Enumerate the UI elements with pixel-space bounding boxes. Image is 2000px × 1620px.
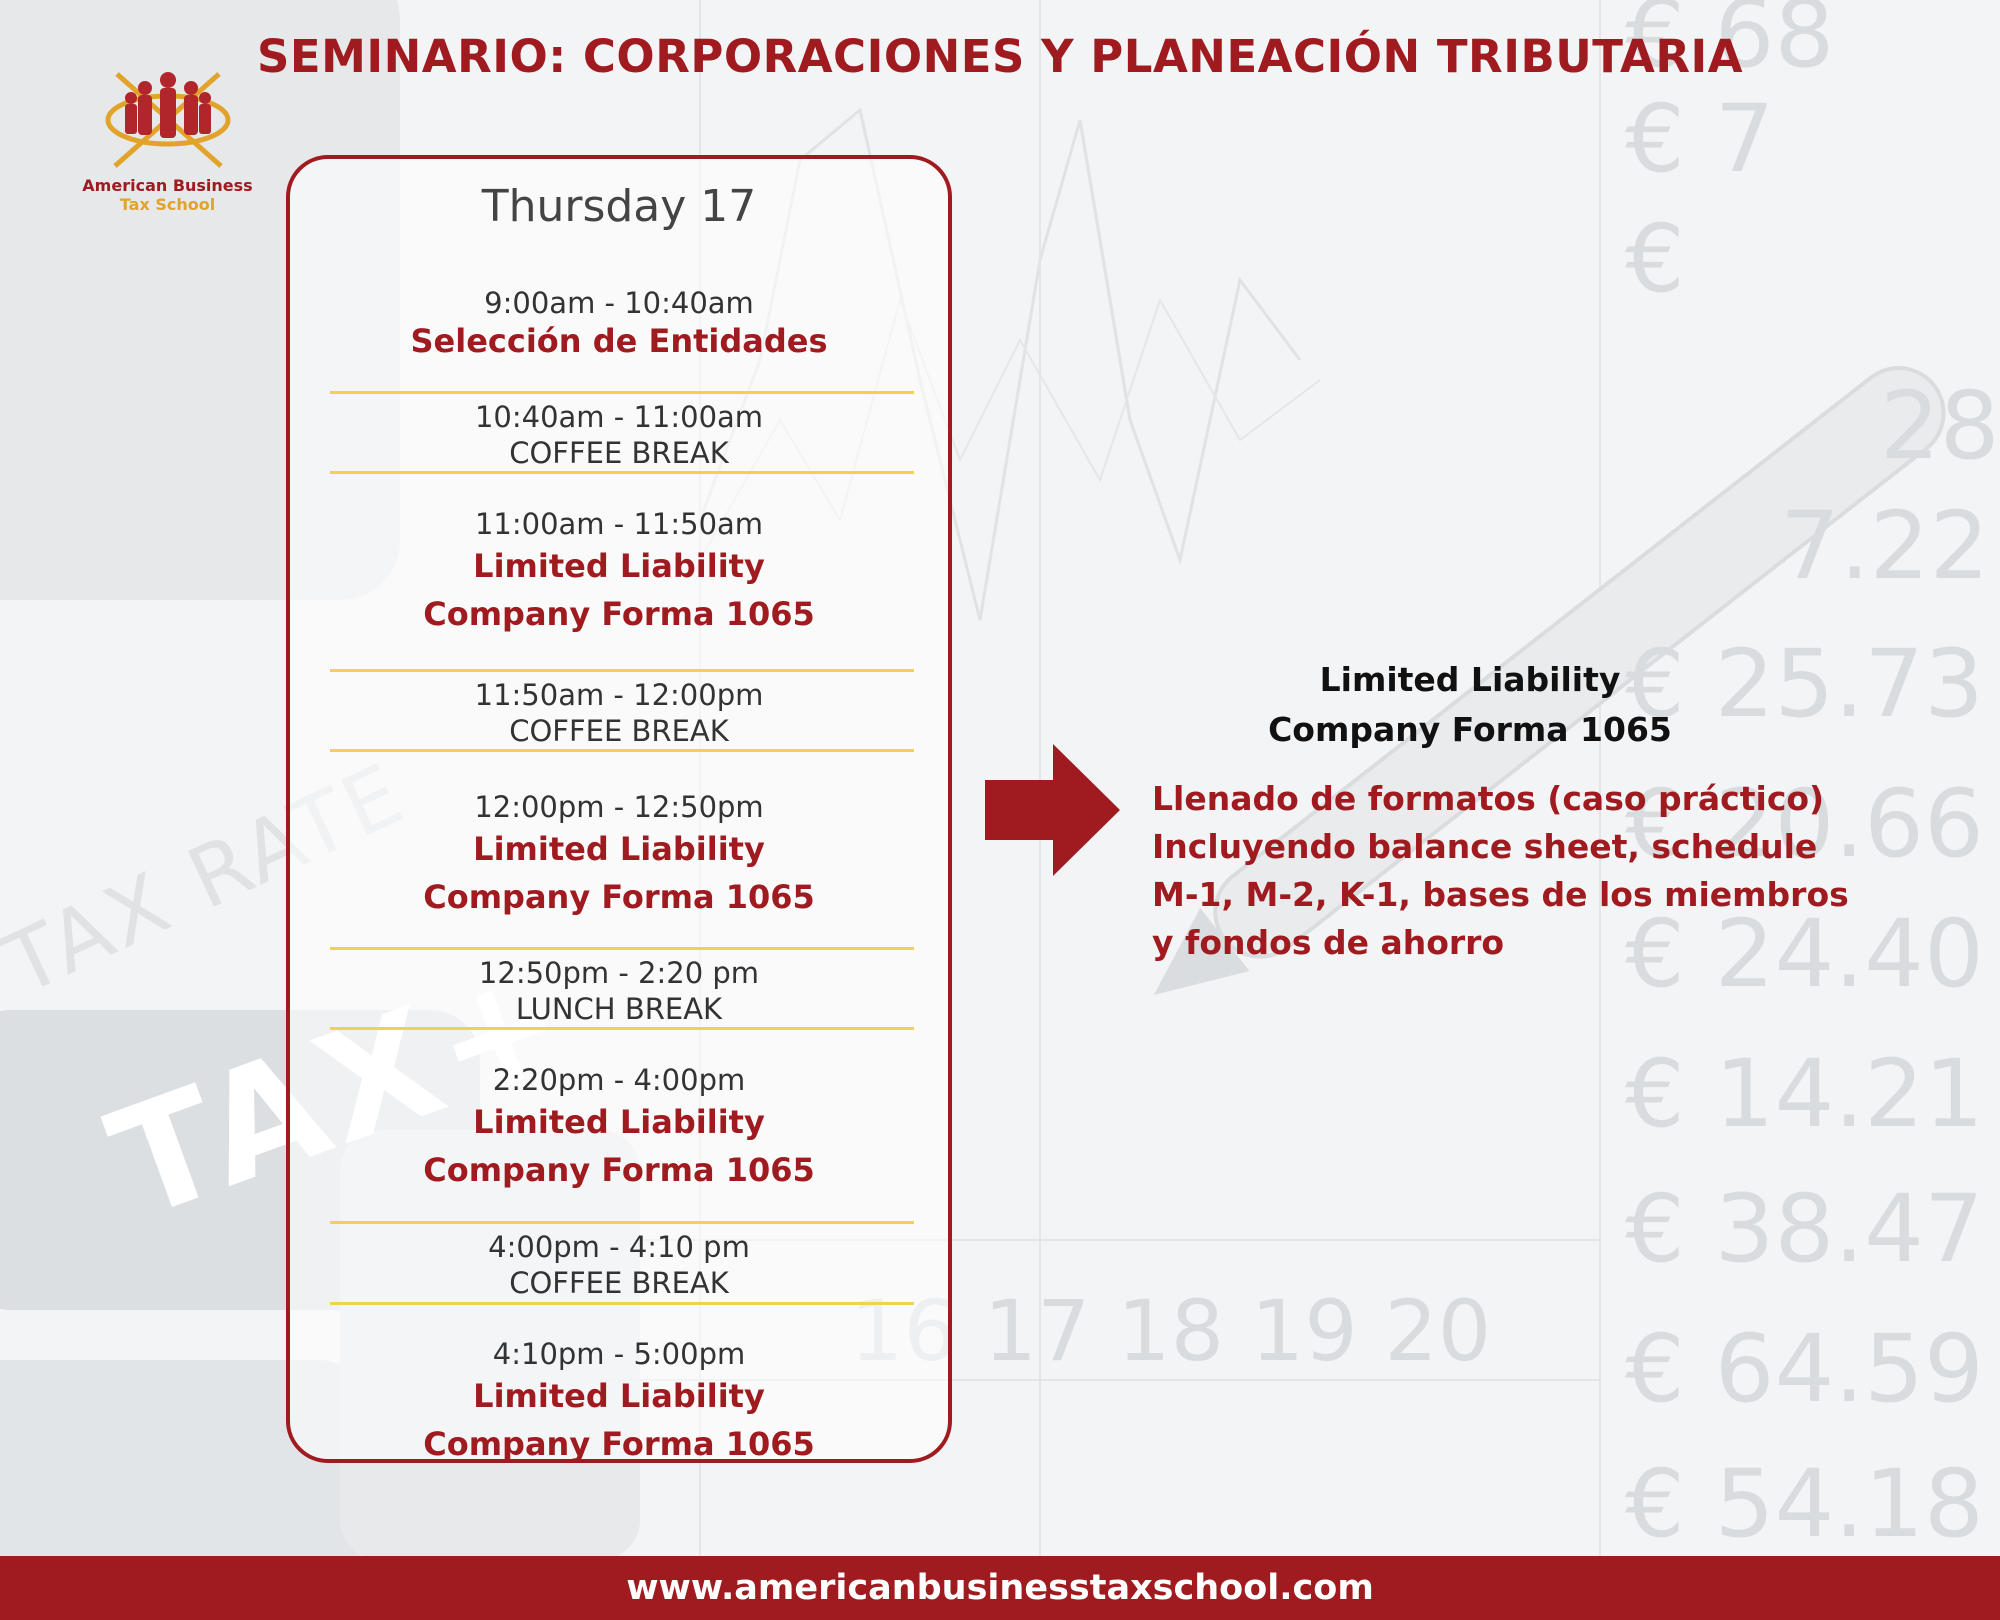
separator [330,1221,914,1224]
schedule-slot: 11:50am - 12:00pm COFFEE BREAK [290,677,948,749]
slot-time: 12:50pm - 2:20 pm [478,956,760,990]
page-title: SEMINARIO: CORPORACIONES Y PLANEACIÓN TR… [256,30,1744,83]
logo-line2: Tax School [119,195,216,214]
separator [330,669,914,672]
slot-time: 11:50am - 12:00pm [474,678,764,712]
schedule-slot: 10:40am - 11:00am COFFEE BREAK [290,399,948,471]
slot-time: 4:00pm - 4:10 pm [488,1230,750,1264]
bg-number: 28 [1880,372,2000,481]
schedule-slot: 4:10pm - 5:00pm Limited Liability Compan… [290,1336,948,1468]
detail-description: Llenado de formatos (caso práctico) Incl… [1152,775,1849,967]
bg-number: € [1625,205,1685,314]
slot-title-line2: Company Forma 1065 [423,1151,815,1189]
slot-title-line1: Limited Liability [473,830,765,868]
schedule-panel: Thursday 17 9:00am - 10:40am Selección d… [286,155,952,1463]
slot-break-label: COFFEE BREAK [509,436,729,470]
slot-break-label: COFFEE BREAK [509,1266,729,1300]
bg-day-numbers: 16 17 18 19 20 [850,1282,1492,1380]
schedule-slot: 9:00am - 10:40am Selección de Entidades [290,285,948,361]
detail-line: M-1, M-2, K-1, bases de los miembros [1152,875,1849,914]
bg-number: € 14.21 [1625,1040,1984,1149]
slot-time: 12:00pm - 12:50pm [474,790,764,824]
schedule-slot: 12:50pm - 2:20 pm LUNCH BREAK [290,955,948,1027]
slot-title-line1: Limited Liability [473,1377,765,1415]
detail-heading-line1: Limited Liability [1319,660,1621,699]
slot-title-line1: Limited Liability [473,1103,765,1141]
schedule-day: Thursday 17 [481,181,757,232]
separator [330,749,914,752]
slot-title-line2: Company Forma 1065 [423,878,815,916]
business-people-orbit-logo-icon [105,72,230,168]
slot-break-label: COFFEE BREAK [509,714,729,748]
separator [330,1027,914,1030]
bg-number: € 20.66 [1625,770,1984,879]
footer-url-link[interactable]: www.americanbusinesstaxschool.com [626,1568,1374,1608]
bg-number: € 38.47 [1625,1175,1984,1284]
slot-title-line2: Company Forma 1065 [423,595,815,633]
separator [330,1302,914,1305]
bg-number: € 25.73 [1625,630,1984,739]
logo: American Business Tax School [75,62,260,214]
slot-time: 10:40am - 11:00am [474,400,764,434]
schedule-slot: 4:00pm - 4:10 pm COFFEE BREAK [290,1229,948,1301]
bg-number: € 7 [1625,85,1775,194]
slot-title: Selección de Entidades [410,322,828,360]
schedule-slot: 12:00pm - 12:50pm Limited Liability Comp… [290,789,948,921]
detail-heading-line2: Company Forma 1065 [1268,710,1672,749]
bg-number: 7.22 [1780,492,1990,601]
slot-time: 9:00am - 10:40am [484,286,754,320]
slot-title-line1: Limited Liability [473,547,765,585]
arrow-right-icon [985,744,1120,876]
separator [330,947,914,950]
bg-number: € 54.18 [1625,1450,1984,1559]
separator [330,471,914,474]
bg-number: € 68 [1625,0,1835,89]
slot-time: 2:20pm - 4:00pm [492,1063,746,1097]
detail-line: Incluyendo balance sheet, schedule [1152,827,1818,866]
separator [330,391,914,394]
slot-break-label: LUNCH BREAK [515,992,723,1026]
footer-bar: www.americanbusinesstaxschool.com [0,1556,2000,1620]
detail-heading: Limited Liability Company Forma 1065 [1190,655,1750,755]
bg-number: € 64.59 [1625,1315,1984,1424]
detail-line: y fondos de ahorro [1152,923,1505,962]
detail-line: Llenado de formatos (caso práctico) [1152,779,1825,818]
slot-time: 4:10pm - 5:00pm [492,1337,746,1371]
schedule-slot: 2:20pm - 4:00pm Limited Liability Compan… [290,1062,948,1194]
slot-title-line2: Company Forma 1065 [423,1425,815,1463]
slot-time: 11:00am - 11:50am [474,507,764,541]
bg-number: € 24.40 [1625,900,1984,1009]
schedule-slot: 11:00am - 11:50am Limited Liability Comp… [290,506,948,638]
logo-line1: American Business [82,176,253,195]
